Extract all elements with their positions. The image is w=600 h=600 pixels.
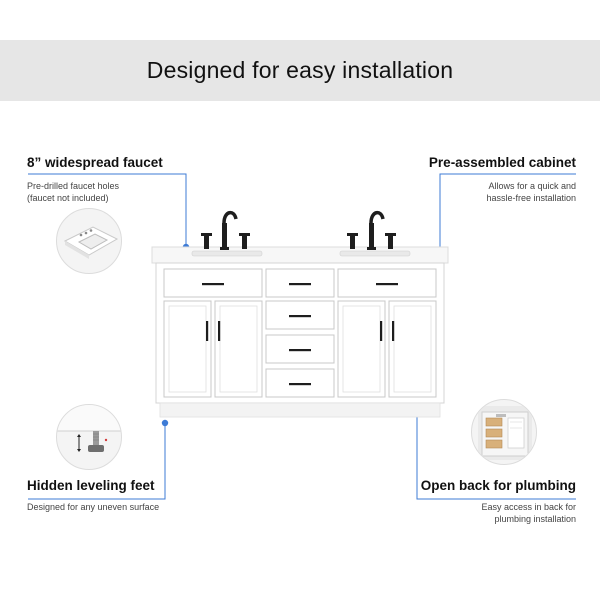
left-faucet-icon	[201, 210, 250, 250]
callout-plumbing-desc-line1: Easy access in back for	[481, 502, 576, 512]
callout-cabinet-title: Pre-assembled cabinet	[428, 155, 576, 170]
page-title: Designed for easy installation	[146, 57, 454, 83]
callout-plumbing-desc: Easy access in back for plumbing install…	[421, 501, 576, 525]
callout-faucet: 8” widespread faucet Pre-drilled faucet …	[27, 155, 163, 204]
callout-faucet-title: 8” widespread faucet	[27, 155, 163, 170]
callout-feet-title: Hidden leveling feet	[27, 478, 155, 493]
left-sink	[191, 250, 263, 257]
callout-feet-desc-line1: Designed for any uneven surface	[27, 502, 160, 512]
callout-cabinet-desc: Allows for a quick and hassle-free insta…	[429, 180, 576, 204]
callout-cabinet-desc-line2: hassle-free installation	[486, 193, 576, 203]
callout-cabinet-desc-line1: Allows for a quick and	[488, 181, 576, 191]
callout-faucet-desc-line2: (faucet not included)	[27, 193, 109, 203]
callout-feet-desc: Designed for any uneven surface	[27, 501, 159, 513]
toe-kick	[159, 402, 441, 418]
callout-faucet-desc-line1: Pre-drilled faucet holes	[27, 181, 120, 191]
right-door-2	[388, 300, 437, 398]
callout-faucet-desc: Pre-drilled faucet holes (faucet not inc…	[27, 180, 163, 204]
leveling-foot-thumbnail	[56, 404, 122, 470]
leveling-foot-icon	[57, 405, 121, 452]
vanity-illustration	[151, 210, 449, 418]
callout-feet: Hidden leveling feet Designed for any un…	[27, 478, 159, 513]
right-faucet-icon	[347, 210, 396, 250]
header-banner: Designed for easy installation	[0, 40, 600, 101]
right-door-1	[337, 300, 386, 398]
cabinet-back-icon	[478, 406, 532, 460]
callout-cabinet: Pre-assembled cabinet Allows for a quick…	[429, 155, 576, 204]
left-door-1	[163, 300, 212, 398]
callout-plumbing-title: Open back for plumbing	[420, 478, 576, 493]
callout-plumbing: Open back for plumbing Easy access in ba…	[421, 478, 576, 525]
left-door-2	[214, 300, 263, 398]
cabinet-back-thumbnail	[471, 399, 537, 465]
callout-plumbing-desc-line2: plumbing installation	[494, 514, 576, 524]
sink-icon	[63, 226, 119, 259]
right-sink	[339, 250, 411, 257]
sink-thumbnail	[56, 208, 122, 274]
